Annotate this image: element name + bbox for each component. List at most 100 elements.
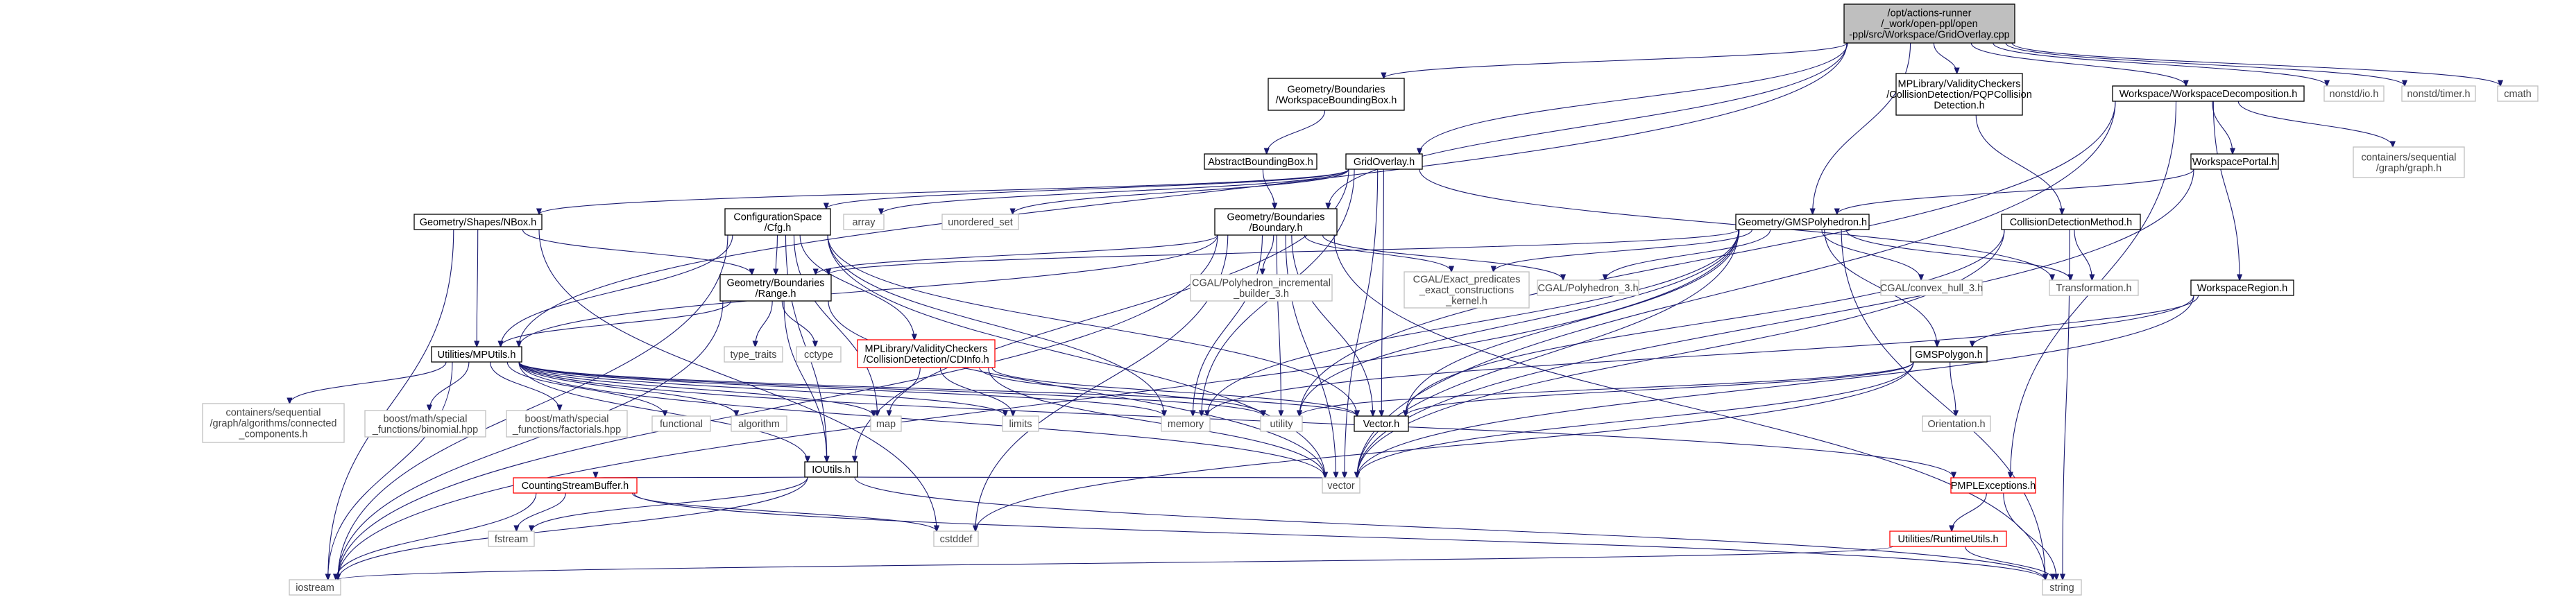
- edge-gmspolygon-to-orientation: [1950, 361, 1956, 416]
- node-box-wsd[interactable]: [2112, 85, 2305, 102]
- edge-ioutils-to-iostream: [338, 476, 808, 580]
- node-label-nbox-line-0: Geometry/Shapes/NBox.h: [420, 217, 536, 228]
- node-unordered: unordered_set: [941, 214, 1019, 230]
- node-wbb[interactable]: Geometry/Boundaries/WorkspaceBoundingBox…: [1268, 78, 1405, 111]
- edge-gmspoly-to-poly3: [1605, 229, 1771, 280]
- node-box-factorials: [506, 410, 628, 438]
- node-functional: functional: [651, 415, 711, 432]
- edge-gridoverlay-to-nbox: [539, 169, 1349, 214]
- edge-root-to-nonstdtimer: [2005, 42, 2405, 86]
- node-cdinfo[interactable]: MPLibrary/ValidityCheckers/CollisionDete…: [857, 339, 996, 368]
- node-cfg[interactable]: ConfigurationSpace/Cfg.h: [724, 208, 831, 236]
- node-box-ioutils[interactable]: [804, 461, 858, 478]
- node-mputils[interactable]: Utilities/MPUtils.h: [431, 346, 522, 363]
- node-label-array-line-0: array: [852, 217, 876, 228]
- node-pmplexc[interactable]: PMPLExceptions.h: [1950, 477, 2036, 494]
- node-ioutils[interactable]: IOUtils.h: [804, 461, 858, 478]
- node-box-csb[interactable]: [513, 477, 638, 494]
- node-label-abb-line-0: AbstractBoundingBox.h: [1208, 157, 1313, 168]
- node-range[interactable]: Geometry/Boundaries/Range.h: [719, 274, 832, 302]
- edge-ioutils-to-string: [854, 476, 2045, 580]
- edge-gridoverlay-to-unordered: [1013, 169, 1349, 214]
- node-label-nonstdio-line-0: nonstd/io.h: [2330, 89, 2379, 100]
- edge-boundary-to-memory: [1193, 234, 1263, 416]
- node-label-boundary-line-0: Geometry/Boundaries: [1227, 212, 1324, 223]
- node-box-rtutils[interactable]: [1889, 530, 2007, 547]
- node-box-cdm[interactable]: [2001, 214, 2141, 230]
- node-label-graph-line-1: /graph/graph.h: [2376, 163, 2441, 174]
- node-gmspolygon[interactable]: GMSPolygon.h: [1910, 346, 1988, 363]
- node-concomp: containers/sequential/graph/algorithms/c…: [202, 403, 345, 443]
- edge-mputils-to-limits: [518, 361, 1005, 416]
- node-box-fstream: [488, 530, 535, 547]
- edge-wsd-to-wregion: [2212, 101, 2240, 280]
- node-box-pqp[interactable]: [1895, 73, 2023, 116]
- node-box-root[interactable]: [1843, 3, 2015, 44]
- node-label-binomial-line-0: boost/math/special: [384, 413, 468, 424]
- node-box-range[interactable]: [719, 274, 832, 302]
- node-box-gmspoly[interactable]: [1735, 214, 1870, 230]
- node-box-vector: [1322, 477, 1360, 494]
- node-gmspoly[interactable]: Geometry/GMSPolyhedron.h: [1735, 214, 1870, 230]
- edge-root-to-mputils: [519, 42, 1848, 347]
- node-label-exactpred-line-2: _kernel.h: [1445, 296, 1487, 307]
- edge-pqp-to-cdm: [1975, 114, 2062, 214]
- node-box-transformation: [2049, 279, 2139, 296]
- node-label-wsd-line-0: Workspace/WorkspaceDecomposition.h: [2119, 89, 2298, 100]
- edge-boundary-to-polyinc: [1263, 234, 1274, 275]
- node-csb[interactable]: CountingStreamBuffer.h: [513, 477, 638, 494]
- node-wregion[interactable]: WorkspaceRegion.h: [2190, 279, 2294, 296]
- node-box-wbb[interactable]: [1268, 78, 1405, 111]
- node-vector: vector: [1322, 477, 1360, 494]
- node-nbox[interactable]: Geometry/Shapes/NBox.h: [413, 214, 543, 230]
- node-label-wportal-line-0: WorkspacePortal.h: [2192, 157, 2277, 168]
- node-label-gmspoly-line-0: Geometry/GMSPolyhedron.h: [1738, 217, 1867, 228]
- node-box-gmspolygon[interactable]: [1910, 346, 1988, 363]
- node-label-exactpred-line-1: _exact_constructions: [1419, 285, 1514, 296]
- node-label-range-line-1: /Range.h: [756, 288, 796, 300]
- node-memory: memory: [1161, 415, 1211, 432]
- edge-cdm-to-vectorh: [1406, 229, 2005, 416]
- edge-gridoverlay-to-vectorh: [1381, 169, 1383, 416]
- node-box-gridoverlay[interactable]: [1345, 153, 1423, 170]
- node-cdm[interactable]: CollisionDetectionMethod.h: [2001, 214, 2141, 230]
- node-box-nonstdio: [2323, 85, 2385, 102]
- node-box-nbox[interactable]: [413, 214, 543, 230]
- edge-boundary-to-vectorh: [1291, 234, 1373, 416]
- node-map: map: [870, 415, 902, 432]
- edge-mputils-to-pmplexc: [518, 361, 1954, 478]
- edge-boundary-to-mputils: [519, 234, 1218, 347]
- node-box-wportal[interactable]: [2190, 153, 2279, 170]
- node-box-boundary[interactable]: [1214, 208, 1338, 236]
- node-label-ioutils-line-0: IOUtils.h: [812, 465, 851, 476]
- node-box-vectorh[interactable]: [1354, 415, 1409, 432]
- node-box-abb[interactable]: [1204, 153, 1317, 170]
- node-rtutils[interactable]: Utilities/RuntimeUtils.h: [1889, 530, 2007, 547]
- node-box-poly3: [1537, 279, 1639, 296]
- node-vectorh[interactable]: Vector.h: [1354, 415, 1409, 432]
- node-box-mputils[interactable]: [431, 346, 522, 363]
- node-abb[interactable]: AbstractBoundingBox.h: [1204, 153, 1317, 170]
- node-wsd[interactable]: Workspace/WorkspaceDecomposition.h: [2112, 85, 2305, 102]
- node-label-convexhull-line-0: CGAL/convex_hull_3.h: [1880, 283, 1983, 294]
- node-gridoverlay[interactable]: GridOverlay.h: [1345, 153, 1423, 170]
- node-label-memory-line-0: memory: [1168, 419, 1204, 430]
- node-box-exactpred: [1404, 271, 1530, 309]
- edge-boundary-to-exactpred: [1304, 234, 1451, 272]
- edge-pmplexc-to-string: [2003, 492, 2056, 580]
- node-label-cfg-line-1: /Cfg.h: [765, 223, 792, 234]
- edge-rtutils-to-string: [1965, 546, 2053, 580]
- node-box-cfg[interactable]: [724, 208, 831, 236]
- node-boundary[interactable]: Geometry/Boundaries/Boundary.h: [1214, 208, 1338, 236]
- edge-gridoverlay-to-cfg: [826, 169, 1349, 209]
- node-box-wregion[interactable]: [2190, 279, 2294, 296]
- node-box-cdinfo[interactable]: [857, 339, 996, 368]
- node-label-concomp-line-0: containers/sequential: [225, 408, 321, 419]
- node-label-rtutils-line-0: Utilities/RuntimeUtils.h: [1897, 534, 1998, 545]
- node-box-pmplexc[interactable]: [1950, 477, 2036, 494]
- node-pqp[interactable]: MPLibrary/ValidityCheckers/CollisionDete…: [1886, 73, 2032, 116]
- node-root[interactable]: /opt/actions-runner/_work/open-ppl/open-…: [1843, 3, 2015, 44]
- node-wportal[interactable]: WorkspacePortal.h: [2190, 153, 2279, 170]
- node-label-factorials-line-1: _functions/factorials.hpp: [512, 424, 621, 435]
- edge-ioutils-to-vector: [854, 477, 1325, 478]
